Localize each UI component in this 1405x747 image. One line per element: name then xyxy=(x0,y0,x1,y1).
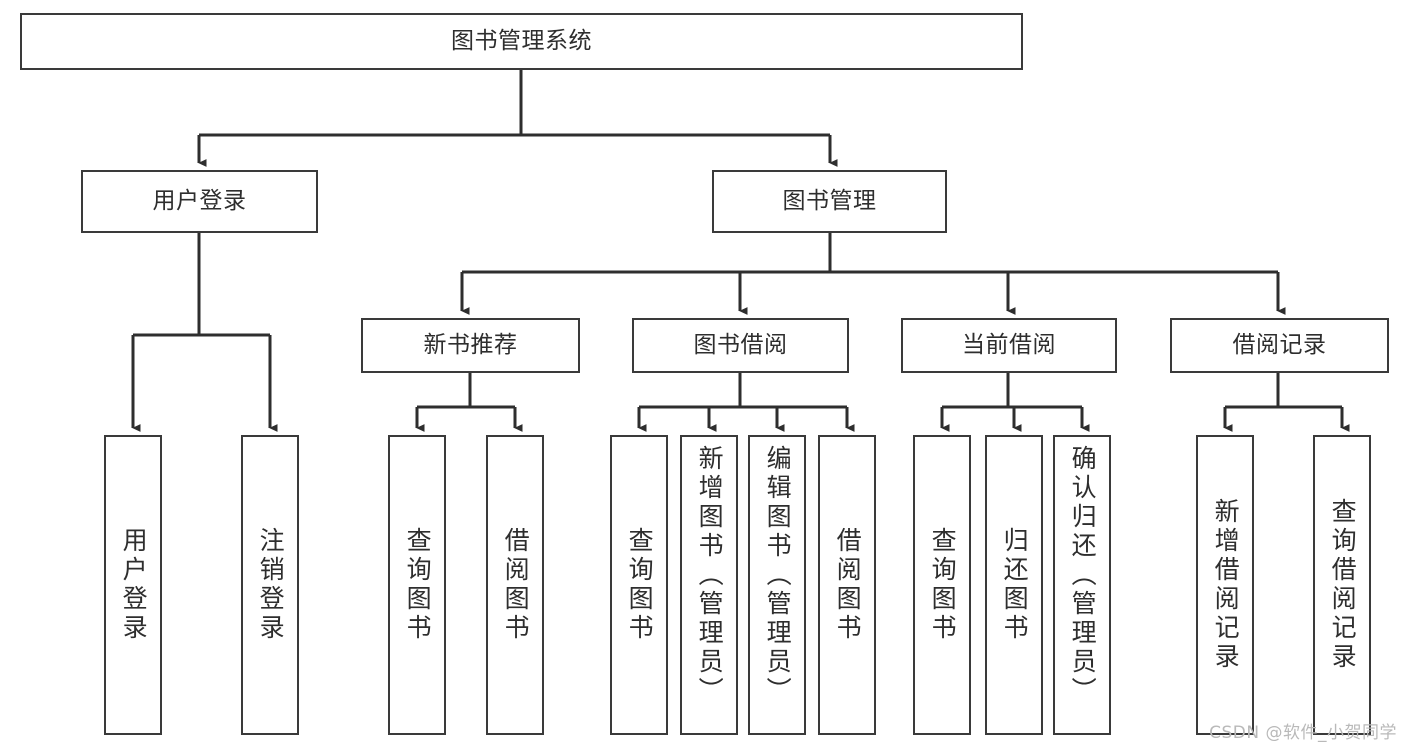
node-leaf-add-book-admin[interactable]: 新增图书（管理员） xyxy=(680,435,738,735)
node-leaf-query-book-current-label: 查询图书 xyxy=(928,527,958,643)
node-leaf-query-book-recommend-label: 查询图书 xyxy=(403,527,433,643)
node-borrow-record-label: 借阅记录 xyxy=(1232,332,1327,359)
node-leaf-borrow-book-recommend-label: 借阅图书 xyxy=(501,527,531,643)
node-book-manage-label: 图书管理 xyxy=(782,188,877,215)
node-book-borrow-label: 图书借阅 xyxy=(693,332,788,359)
node-current-borrow-label: 当前借阅 xyxy=(962,332,1056,359)
node-user-login-label: 用户登录 xyxy=(152,188,247,215)
node-new-book-recommend[interactable]: 新书推荐 xyxy=(361,318,580,373)
node-new-book-recommend-label: 新书推荐 xyxy=(423,332,518,359)
node-root-label: 图书管理系统 xyxy=(451,28,592,55)
watermark: CSDN @软件_小贺同学 xyxy=(1209,723,1397,743)
node-leaf-query-book-recommend[interactable]: 查询图书 xyxy=(388,435,446,735)
node-leaf-confirm-return-admin-label: 确认归还（管理员） xyxy=(1068,445,1098,706)
node-leaf-add-book-admin-label: 新增图书（管理员） xyxy=(695,445,725,706)
node-leaf-user-logout[interactable]: 注销登录 xyxy=(241,435,299,735)
node-leaf-query-borrow-record-label: 查询借阅记录 xyxy=(1328,498,1358,672)
node-leaf-return-book-label: 归还图书 xyxy=(1000,527,1030,643)
node-leaf-add-borrow-record-label: 新增借阅记录 xyxy=(1211,498,1241,672)
node-leaf-borrow-book-recommend[interactable]: 借阅图书 xyxy=(486,435,544,735)
node-leaf-query-book-borrow-label: 查询图书 xyxy=(625,527,655,643)
node-book-borrow[interactable]: 图书借阅 xyxy=(632,318,849,373)
node-leaf-return-book[interactable]: 归还图书 xyxy=(985,435,1043,735)
node-leaf-query-book-borrow[interactable]: 查询图书 xyxy=(610,435,668,735)
node-borrow-record[interactable]: 借阅记录 xyxy=(1170,318,1389,373)
node-leaf-user-login[interactable]: 用户登录 xyxy=(104,435,162,735)
node-root[interactable]: 图书管理系统 xyxy=(20,13,1023,70)
node-leaf-query-book-current[interactable]: 查询图书 xyxy=(913,435,971,735)
node-leaf-borrow-book-label: 借阅图书 xyxy=(833,527,863,643)
node-leaf-edit-book-admin[interactable]: 编辑图书（管理员） xyxy=(748,435,806,735)
node-leaf-query-borrow-record[interactable]: 查询借阅记录 xyxy=(1313,435,1371,735)
node-leaf-edit-book-admin-label: 编辑图书（管理员） xyxy=(763,445,793,706)
node-leaf-confirm-return-admin[interactable]: 确认归还（管理员） xyxy=(1053,435,1111,735)
node-user-login[interactable]: 用户登录 xyxy=(81,170,318,233)
node-current-borrow[interactable]: 当前借阅 xyxy=(901,318,1117,373)
node-leaf-borrow-book[interactable]: 借阅图书 xyxy=(818,435,876,735)
node-leaf-user-logout-label: 注销登录 xyxy=(256,527,286,643)
node-book-manage[interactable]: 图书管理 xyxy=(712,170,947,233)
node-leaf-user-login-label: 用户登录 xyxy=(119,527,149,643)
node-leaf-add-borrow-record[interactable]: 新增借阅记录 xyxy=(1196,435,1254,735)
